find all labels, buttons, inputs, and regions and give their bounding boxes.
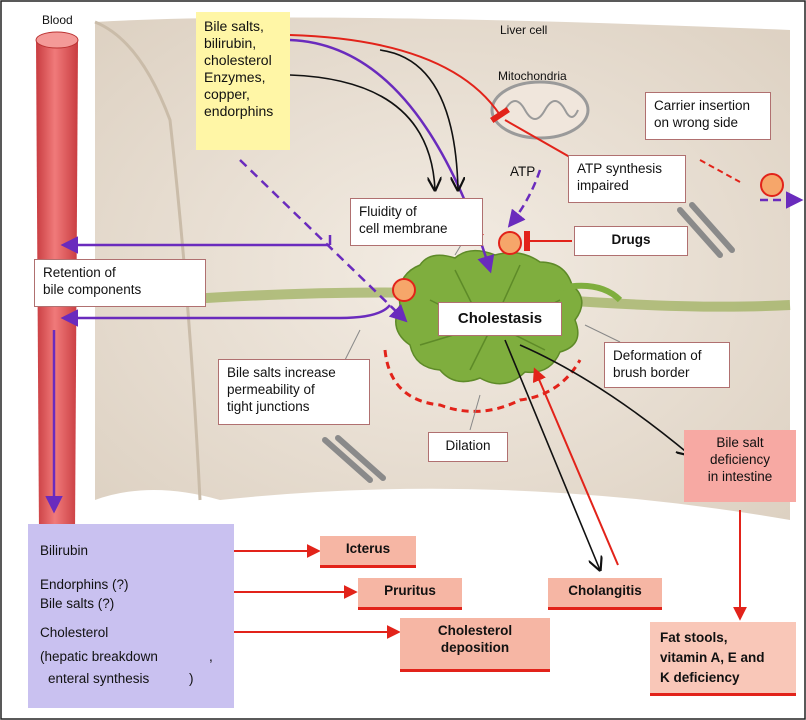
bile-salt-deficiency-box: Bile salt deficiency in intestine	[684, 430, 796, 502]
paren-label: )	[189, 670, 194, 687]
bilirubin-label: Bilirubin	[40, 542, 88, 559]
deformation-box: Deformation of brush border	[604, 342, 730, 388]
atp-synthesis-box: ATP synthesis impaired	[568, 155, 686, 203]
bile-salts-label: Bile salts (?)	[40, 595, 114, 612]
pruritus-box: Pruritus	[358, 578, 462, 610]
atp-label: ATP	[510, 163, 535, 180]
retention-box: Retention of bile components	[34, 259, 206, 307]
icterus-box: Icterus	[320, 536, 416, 568]
tight-junctions-box: Bile salts increase permeability of tigh…	[218, 359, 370, 425]
mitochondria-label: Mitochondria	[498, 68, 567, 85]
carrier-insertion-box: Carrier insertion on wrong side	[645, 92, 771, 140]
dilation-box: Dilation	[428, 432, 508, 462]
fluidity-box: Fluidity of cell membrane	[350, 198, 483, 246]
hepatic-breakdown-label: (hepatic breakdown	[40, 648, 158, 665]
enteral-synthesis-label: enteral synthesis	[48, 670, 149, 687]
endorphins-label: Endorphins (?)	[40, 576, 129, 593]
bile-inputs-text-1: Bile salts, bilirubin, cholesterol	[204, 18, 272, 68]
drugs-box: Drugs	[574, 226, 688, 256]
comma-label: ,	[209, 648, 213, 665]
cholestasis-box: Cholestasis	[438, 302, 562, 336]
bile-inputs-box: Bile salts, bilirubin, cholesterol Enzym…	[196, 12, 290, 150]
cholesterol-label: Cholesterol	[40, 624, 108, 641]
blood-label: Blood	[42, 12, 73, 29]
cholesterol-deposition-box: Cholesterol deposition	[400, 618, 550, 672]
cholangitis-box: Cholangitis	[548, 578, 662, 610]
bile-inputs-text-2: Enzymes, copper, endorphins	[204, 69, 273, 119]
mitochondria-icon	[492, 82, 588, 138]
liver-cell-label: Liver cell	[500, 22, 547, 39]
fat-stools-box: Fat stools, vitamin A, E and K deficienc…	[650, 622, 796, 696]
